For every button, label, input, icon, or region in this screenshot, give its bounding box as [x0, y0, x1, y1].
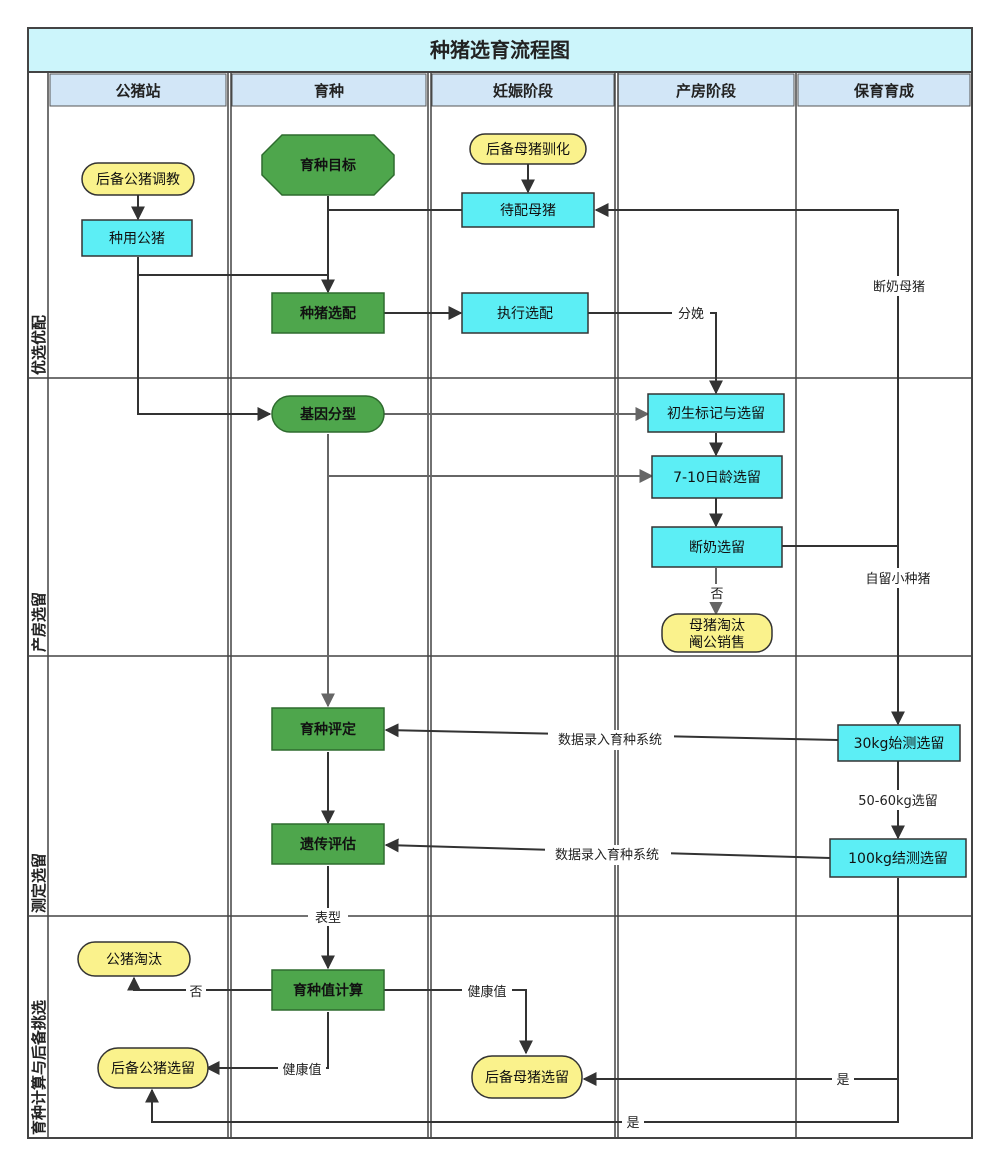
- lane-headers: 公猪站 育种 妊娠阶段 产房阶段 保育育成: [49, 73, 971, 107]
- node-test-30kg: [837, 724, 961, 762]
- node-mate-selection: [271, 292, 385, 334]
- label-data-entry-2: 数据录入育种系统: [555, 847, 659, 863]
- node-boar-reserve: [97, 1047, 209, 1089]
- diagram-title: 种猪选育流程图: [429, 38, 570, 62]
- edges: [127, 164, 905, 1123]
- node-gilt-reserve-label: 后备母猪选留: [485, 1069, 569, 1086]
- label-self-keep: 自留小种猪: [865, 572, 930, 587]
- node-cull-sale-label-1: 母猪淘汰: [689, 618, 745, 634]
- label-no-2: 否: [189, 985, 202, 1000]
- label-weaned-sow: 断奶母猪: [873, 280, 925, 295]
- row-header-ebv-reserve: 育种计算与后备挑选: [30, 1000, 48, 1135]
- node-test-100kg: [829, 838, 967, 878]
- lane-header-boar-station: 公猪站: [115, 82, 160, 100]
- node-newborn-mark: [647, 393, 785, 433]
- node-test-100kg-label: 100kg结测选留: [848, 851, 948, 867]
- lane-header-bg: [431, 73, 615, 107]
- label-health-1: 健康值: [282, 1062, 321, 1078]
- label-health-2: 健康值: [467, 984, 506, 1000]
- node-genotyping-label: 基因分型: [300, 406, 356, 423]
- node-boar-reserve-label: 后备公猪选留: [111, 1060, 195, 1077]
- node-cull-sale-label-2: 阉公销售: [689, 635, 745, 651]
- node-breeding-goal: [261, 134, 395, 196]
- edge-ebv-to-boarreserve: [205, 1012, 329, 1075]
- node-weaning-select-label: 断奶选留: [689, 540, 745, 556]
- node-genotyping: [271, 395, 385, 433]
- edge-labels: 断奶母猪 分娩 自留小种猪 否 数据录入育种系统 50-60kg选留 数据录入育…: [186, 276, 946, 1131]
- edge-studboar-to-genotyping: [137, 275, 272, 421]
- node-ebv-calc: [271, 969, 385, 1011]
- node-sow-to-mate: [461, 192, 595, 228]
- row-headers: 优选优配 产房选留 测定选留 育种计算与后备挑选: [30, 315, 48, 1135]
- label-yes-2: 是: [626, 1116, 639, 1131]
- label-phenotype: 表型: [315, 911, 341, 926]
- node-ebv-calc-label: 育种值计算: [293, 982, 363, 999]
- node-gilt-train-label: 后备母猪驯化: [486, 141, 570, 158]
- node-exec-mating-label: 执行选配: [497, 306, 553, 322]
- lane-header-bg: [49, 73, 227, 107]
- title-bar: [27, 27, 973, 73]
- node-day7-10: [651, 455, 783, 499]
- row-dividers: [28, 377, 972, 917]
- edge-exec-to-newborn: [588, 312, 723, 395]
- node-mate-selection-label: 种猪选配: [299, 305, 356, 322]
- node-breeding-goal-label: 育种目标: [300, 157, 356, 174]
- lane-header-bg: [617, 73, 795, 107]
- node-breeding-eval-label: 育种评定: [300, 721, 356, 738]
- node-exec-mating: [461, 292, 589, 334]
- row-header-test-select: 测定选留: [30, 853, 48, 913]
- node-boar-train: [81, 162, 195, 196]
- label-yes-1: 是: [836, 1073, 849, 1088]
- node-day7-10-label: 7-10日龄选留: [673, 470, 761, 486]
- edge-ebv-to-boarcull: [127, 976, 272, 991]
- node-boar-cull-label: 公猪淘汰: [106, 952, 162, 968]
- node-gilt-reserve: [471, 1055, 583, 1099]
- node-genetic-eval-label: 遗传评估: [299, 836, 356, 853]
- node-newborn-mark-label: 初生标记与选留: [667, 405, 765, 422]
- node-cull-sale: [661, 613, 773, 653]
- lane-header-nursery: 保育育成: [853, 82, 914, 100]
- lane-header-gestation: 妊娠阶段: [493, 82, 553, 100]
- node-boar-cull: [77, 941, 191, 977]
- lane-header-breeding: 育种: [314, 82, 344, 100]
- lane-header-bg: [797, 73, 971, 107]
- label-data-entry-1: 数据录入育种系统: [558, 732, 662, 748]
- lane-header-bg: [231, 73, 427, 107]
- edge-100kg-to-boarreserve: [145, 1079, 899, 1123]
- lane-dividers: [47, 72, 797, 1138]
- edge-weaned-sow: [594, 203, 899, 546]
- node-breeding-eval: [271, 707, 385, 751]
- edge-ebv-to-giltreserve: [384, 989, 533, 1055]
- node-boar-train-label: 后备公猪调教: [96, 171, 180, 188]
- row-header-farrowing-select: 产房选留: [30, 592, 48, 652]
- node-sow-to-mate-label: 待配母猪: [500, 203, 556, 219]
- node-gilt-train: [469, 133, 587, 165]
- lane-header-farrowing: 产房阶段: [676, 82, 736, 100]
- node-stud-boar-label: 种用公猪: [109, 231, 165, 247]
- node-test-30kg-label: 30kg始测选留: [854, 736, 945, 752]
- label-no-1: 否: [710, 587, 723, 602]
- nodes: 后备母猪驯化 后备公猪调教 母猪淘汰 阉公销售 公猪淘汰 后备公猪选留 后备母猪…: [77, 133, 967, 1099]
- node-weaning-select: [651, 526, 783, 568]
- node-stud-boar: [81, 219, 193, 257]
- row-header-mating: 优选优配: [30, 315, 48, 375]
- label-50-60kg: 50-60kg选留: [858, 794, 938, 809]
- node-genetic-eval: [271, 823, 385, 865]
- label-farrowing: 分娩: [678, 307, 704, 322]
